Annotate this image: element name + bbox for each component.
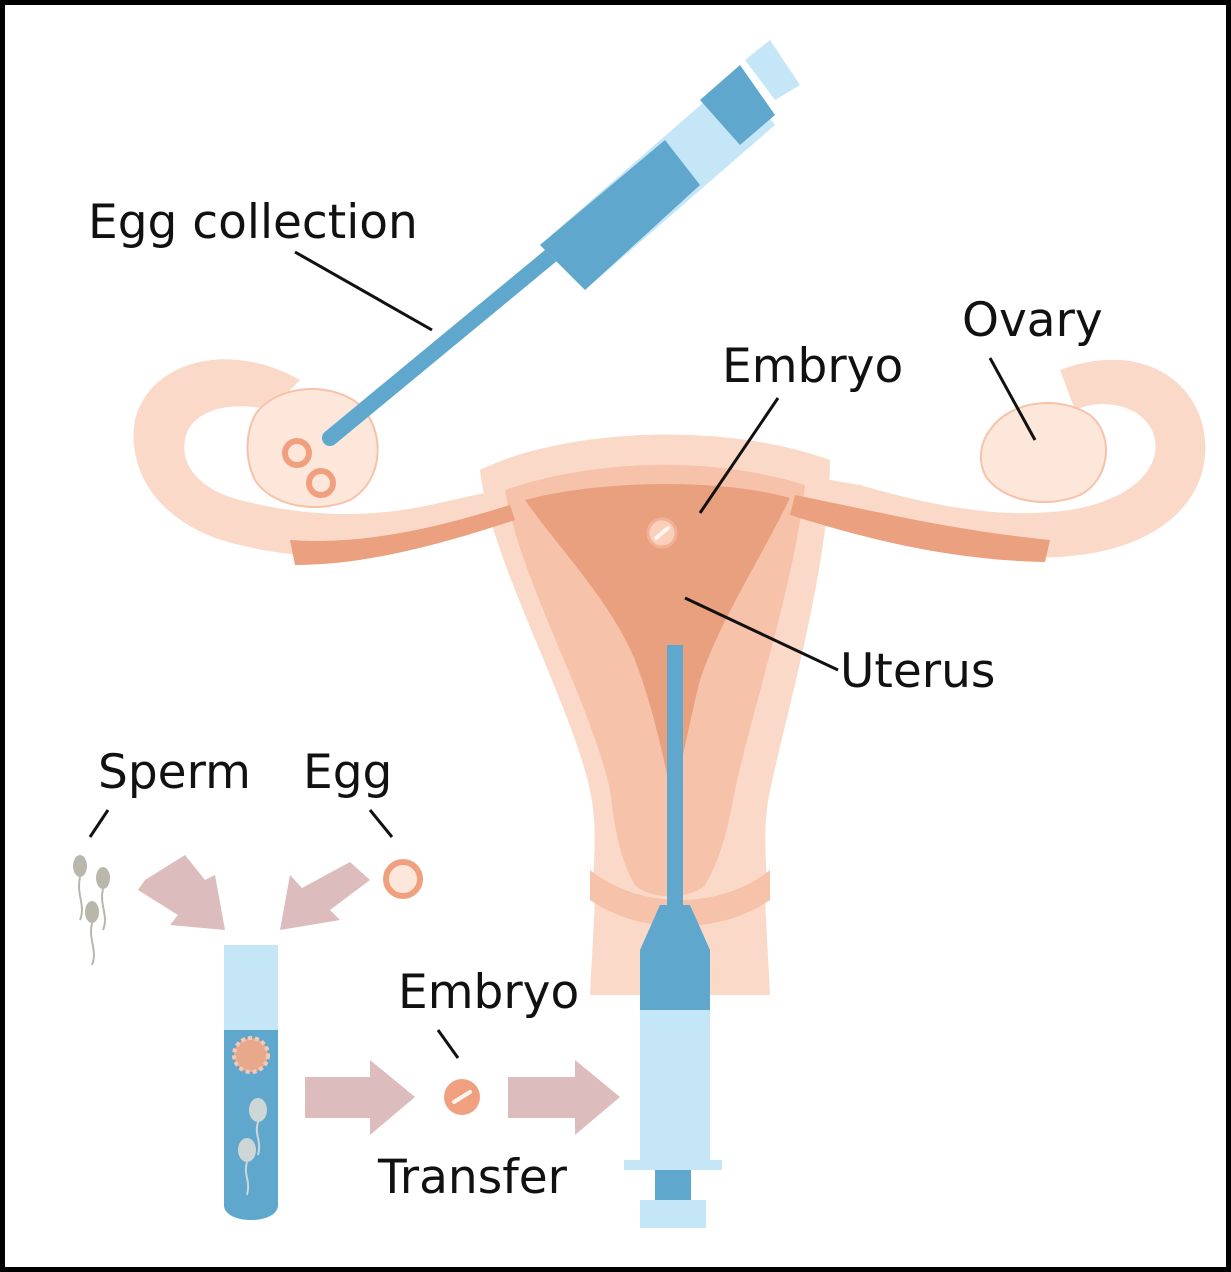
- embryo-to-syringe-arrow: [508, 1060, 620, 1135]
- test-tube: [224, 945, 278, 1220]
- sperm-cells: [73, 855, 110, 965]
- label-egg-collection: Egg collection: [88, 195, 418, 250]
- label-egg: Egg: [303, 745, 392, 800]
- label-embryo-transfer: Embryo: [398, 965, 579, 1020]
- ivf-diagram: Egg collection Ovary Embryo Uterus Sperm…: [5, 5, 1226, 1267]
- label-embryo-uterus: Embryo: [722, 339, 903, 394]
- egg-arrow: [280, 862, 370, 930]
- label-uterus: Uterus: [840, 644, 995, 699]
- transfer-embryo: [444, 1079, 480, 1115]
- free-egg: [386, 862, 420, 896]
- embryo-in-uterus: [648, 519, 676, 547]
- label-transfer: Transfer: [377, 1150, 568, 1205]
- sperm-arrow: [138, 855, 225, 930]
- label-sperm: Sperm: [98, 745, 251, 800]
- right-ovary: [981, 403, 1106, 502]
- label-ovary: Ovary: [962, 293, 1103, 348]
- tube-to-embryo-arrow: [305, 1060, 415, 1135]
